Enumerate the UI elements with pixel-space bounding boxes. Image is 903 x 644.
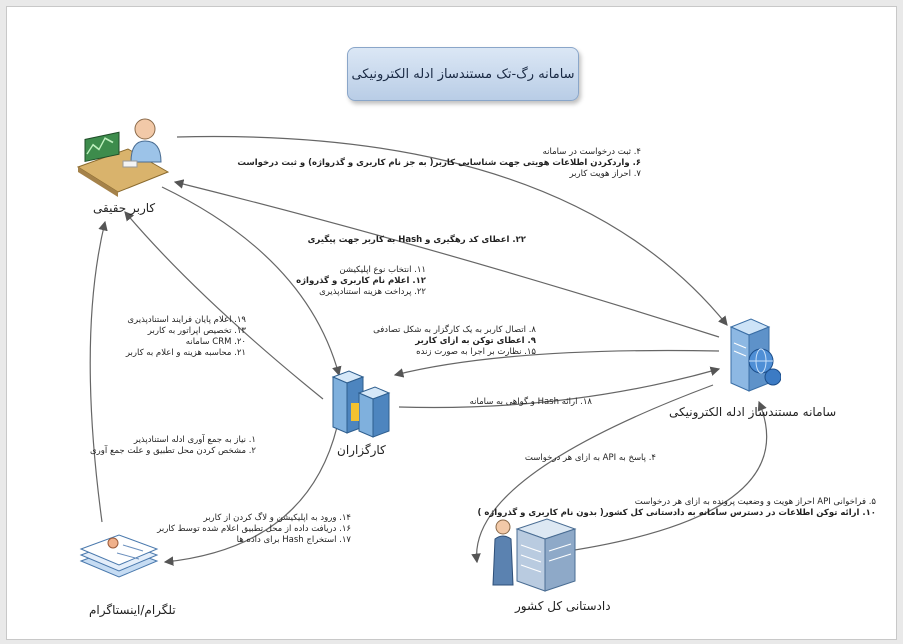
edge-system-judiciary [471, 384, 714, 564]
edge-telegram-user [89, 220, 108, 523]
node-label-agents: کارگزاران [337, 443, 386, 457]
node-label-system: سامانه مستندساز ادله الکترونیکی [669, 405, 837, 419]
label-system-judiciary: ۴. پاسخ به API به ازای هر درخواست [525, 453, 656, 464]
label-line: ۱۷. استخراج Hash برای داده ها [236, 535, 351, 545]
edge-agents-user [124, 211, 324, 400]
label-line: ۵. فراخوانی API احراز هویت و وضعیت پروند… [634, 497, 876, 507]
label-line: ۱۲. اعلام نام کاربری و گذرواژه [296, 276, 426, 286]
label-line: ۶. واردکردن اطلاعات هویتی جهت شناسایی کا… [237, 158, 641, 168]
node-label-telegram: تلگرام/اینستاگرام [89, 603, 176, 617]
connector-layer [89, 135, 768, 566]
diagram-canvas: سامانه رگ-تک مستندساز ادله الکترونیکی کا… [6, 6, 897, 640]
edge-judiciary-system [554, 400, 768, 554]
label-line: ۷. احراز هویت کاربر [569, 169, 641, 179]
label-line: ۱۶. دریافت داده از محل تطبیق اعلام شده ت… [157, 524, 351, 534]
label-line: ۹. اعطای توکن به ازای کاربر [415, 336, 536, 346]
label-user-system: ۴. ثبت درخواست در سامانه ۶. واردکردن اطل… [237, 147, 641, 180]
label-user-agents: ۱۱. انتخاب نوع اپلیکیشن ۱۲. اعلام نام کا… [296, 265, 426, 298]
label-agents-system: ۱۸. ارائه Hash و گواهی به سامانه [470, 397, 592, 408]
label-line: ۱۱. انتخاب نوع اپلیکیشن [339, 265, 426, 275]
edge-agents-telegram [163, 426, 338, 566]
label-system-agents: ۸. اتصال کاربر به یک کارگزار به شکل تصاد… [373, 325, 536, 358]
edge-user-agents [161, 186, 342, 377]
label-line: ۱۵. نظارت بر اجرا به صورت زنده [416, 347, 536, 357]
user-at-desk-icon [73, 117, 173, 201]
label-line: ۲۲. اعطای کد رهگیری و Hash به کاربر جهت … [307, 235, 526, 245]
label-telegram-user: ۱. نیاز به جمع آوری ادله استنادپذیر ۲. م… [90, 435, 256, 457]
label-line: ۴. پاسخ به API به ازای هر درخواست [524, 453, 656, 463]
label-line: ۱۹. اعلام پایان فرایند استنادپذیری [127, 315, 246, 325]
server-globe-icon [721, 317, 782, 401]
label-line: ۲۰. CRM سامانه [185, 337, 246, 347]
edge-system-agents [393, 349, 720, 378]
officer-server-rack-icon [491, 515, 581, 599]
node-label-real-user: کاربر حقیقی [93, 201, 156, 215]
edge-system-user [173, 179, 720, 338]
label-line: ۱۰. ارائه توکن اطلاعات در دسترس سامانه ب… [477, 508, 876, 518]
label-judiciary-system: ۵. فراخوانی API احراز هویت و وضعیت پروند… [478, 497, 876, 519]
building-servers-icon [329, 367, 395, 443]
label-line: ۴. ثبت درخواست در سامانه [542, 147, 641, 157]
label-line: ۱۳. تخصیص اپراتور به کاربر [147, 326, 246, 336]
label-system-user: ۲۲. اعطای کد رهگیری و Hash به کاربر جهت … [308, 235, 526, 246]
label-line: ۱۸. ارائه Hash و گواهی به سامانه [469, 397, 592, 407]
label-line: ۸. اتصال کاربر به یک کارگزار به شکل تصاد… [373, 325, 536, 335]
label-line: ۱. نیاز به جمع آوری ادله استنادپذیر [133, 435, 256, 445]
node-label-judiciary: دادستانی کل کشور [515, 599, 611, 613]
edge-agents-system [398, 366, 721, 409]
label-line: ۲۱. محاسبه هزینه و اعلام به کاربر [125, 348, 246, 358]
diagram-title: سامانه رگ-تک مستندساز ادله الکترونیکی [347, 47, 579, 101]
edge-user-system [176, 135, 728, 326]
documents-stack-icon [73, 521, 163, 595]
label-line: ۱۴. ورود به اپلیکیشن و لاگ کردن از کاربر [203, 513, 352, 523]
label-line: ۲۲. پرداخت هزینه استنادپذیری [319, 287, 426, 297]
label-agents-telegram: ۱۴. ورود به اپلیکیشن و لاگ کردن از کاربر… [157, 513, 351, 546]
label-line: ۲. مشخص کردن محل تطبیق و علت جمع آوری [90, 446, 256, 456]
label-agents-user: ۱۹. اعلام پایان فرایند استنادپذیری ۱۳. ت… [126, 315, 246, 359]
